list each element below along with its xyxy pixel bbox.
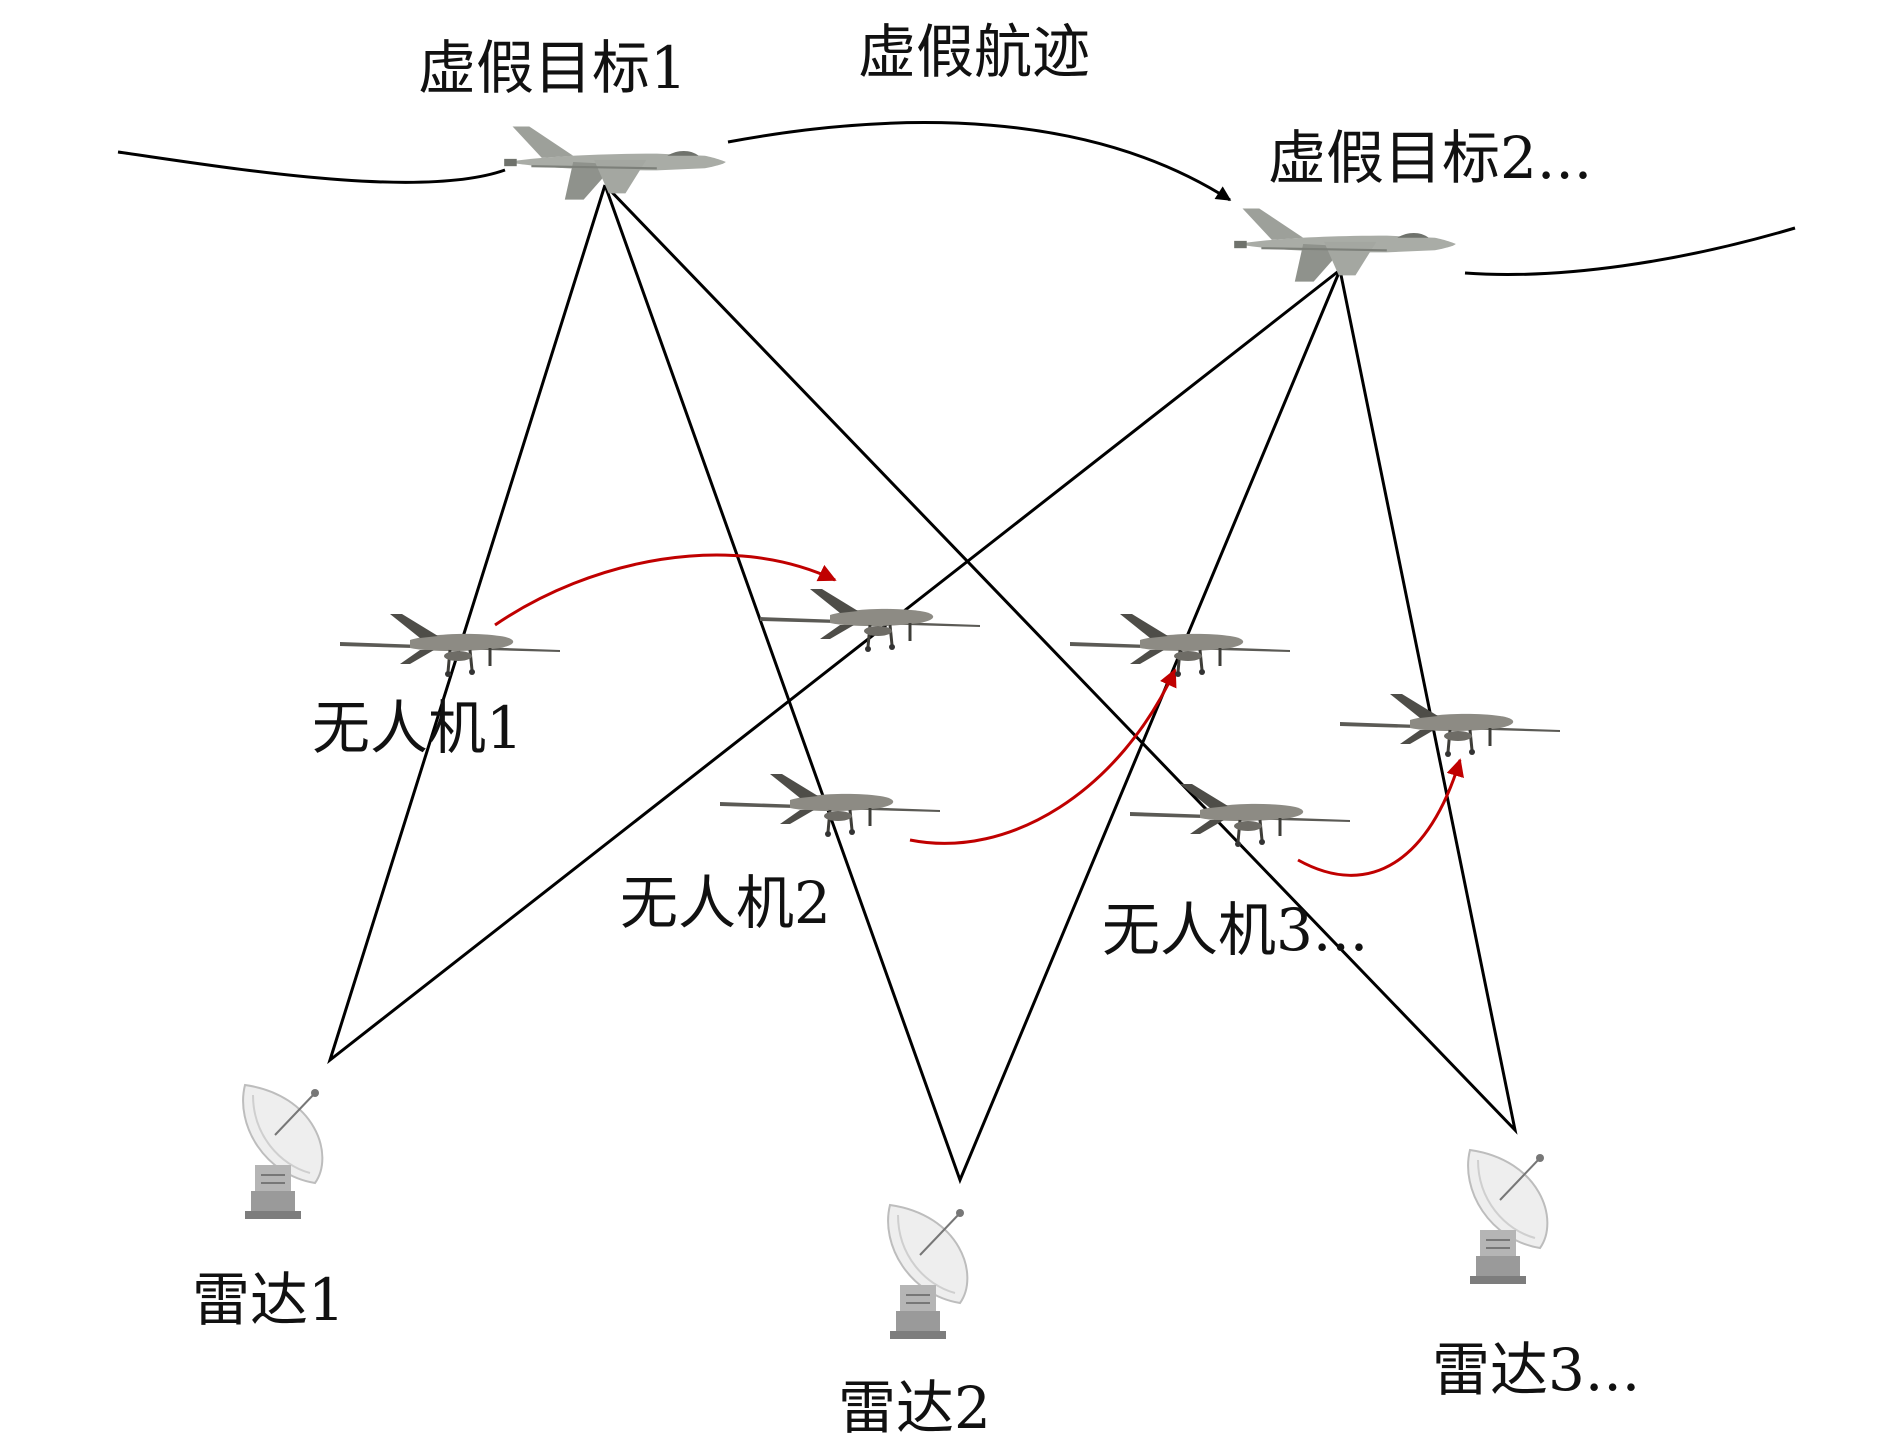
uav-3b-drone-icon (1128, 782, 1352, 849)
fake-track (117, 121, 1796, 276)
radar-3-dish-icon (1467, 1149, 1549, 1285)
fake-track-arrow (727, 121, 1232, 202)
label-uav-3: 无人机3... (1102, 896, 1368, 964)
sightline-target1-radar1 (327, 184, 1341, 1065)
radar-sightlines (327, 183, 1518, 1185)
label-radar-2: 雷达2 (838, 1374, 991, 1441)
uav-1-drone-icon (338, 612, 562, 679)
uav2-motion-arrow (909, 668, 1177, 845)
label-uav-1: 无人机1 (312, 694, 523, 762)
uav1-motion-arrow (494, 553, 837, 627)
label-fake-track: 虚假航迹 (858, 18, 1090, 86)
label-fake-target-1: 虚假目标1 (418, 34, 687, 102)
uav-motion-arrows (494, 553, 1464, 877)
radar-2-dish-icon (887, 1204, 969, 1340)
uav-2a-drone-icon (758, 587, 982, 654)
label-fake-target-2: 虚假目标2... (1268, 124, 1592, 192)
radar-1-dish-icon (242, 1084, 324, 1220)
uav3-motion-arrow (1297, 758, 1464, 877)
fake-target-1-jet-icon (503, 125, 727, 201)
label-radar-3: 雷达3... (1432, 1336, 1640, 1404)
label-uav-2: 无人机2 (620, 869, 831, 937)
fake-track-right-segment (1464, 226, 1796, 276)
uav-2b-drone-icon (718, 772, 942, 839)
uav-3a-drone-icon (1068, 612, 1292, 679)
uav-3c-drone-icon (1338, 692, 1562, 759)
sightline-target1-radar2 (603, 184, 1342, 1185)
fake-track-left-segment (117, 150, 506, 184)
label-radar-1: 雷达1 (192, 1266, 345, 1334)
sightline-target1-radar3 (603, 183, 1518, 1135)
diagram-labels: 虚假目标1 虚假航迹 虚假目标2... 无人机1 无人机2 无人机3... 雷达… (192, 18, 1640, 1441)
fake-target-2-jet-icon (1233, 207, 1457, 283)
